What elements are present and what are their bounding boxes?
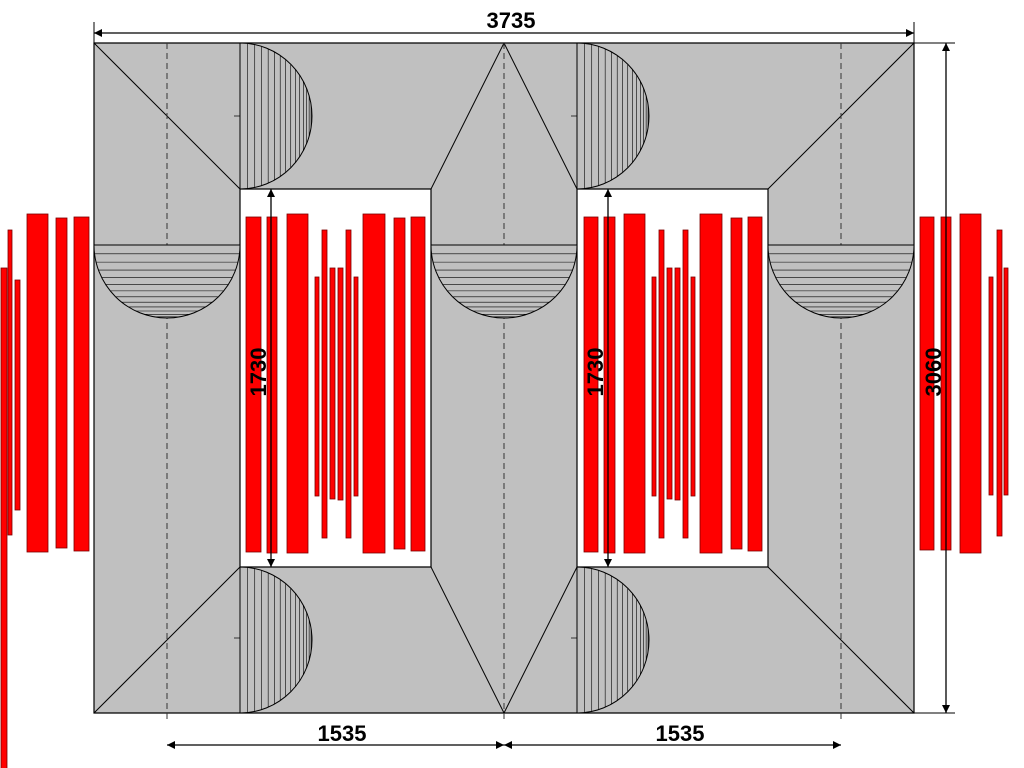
- coil-bar: [337, 267, 344, 501]
- coil-bar: [410, 216, 426, 552]
- coil-bar: [658, 229, 665, 539]
- coil-bar: [996, 229, 1003, 537]
- coil-bar: [353, 276, 359, 497]
- overall-width-label: 3735: [487, 8, 536, 33]
- section-half-disc-right-1: [239, 42, 313, 190]
- pitch-right-label: 1535: [656, 721, 705, 746]
- section-half-disc-down-3: [767, 244, 915, 319]
- section-half-disc-down-2: [430, 244, 578, 319]
- coil-bar: [393, 217, 406, 550]
- coil-bar: [345, 229, 352, 539]
- coil-bar: [14, 279, 21, 511]
- section-outline: [239, 566, 313, 714]
- coil-bar: [329, 267, 336, 500]
- window-height-right-label: 1730: [583, 348, 608, 397]
- coil-bar: [959, 213, 982, 554]
- coil-bar: [747, 216, 763, 552]
- window-height-left-label: 1730: [246, 348, 271, 397]
- section-outline: [767, 244, 915, 319]
- dimension-labels: 3735 3060 1730 1730 1535 1535: [246, 8, 946, 746]
- coil-bar: [55, 217, 68, 549]
- section-outline: [576, 566, 650, 714]
- core-step-sections: [93, 42, 915, 714]
- coil-bar: [73, 216, 90, 552]
- coil-bar: [583, 216, 599, 553]
- section-half-disc-right-2: [576, 42, 650, 190]
- overall-height-label: 3060: [921, 348, 946, 397]
- coil-bar: [362, 213, 386, 554]
- coil-bar: [26, 213, 49, 553]
- coil-bar: [245, 216, 262, 553]
- dimension-lines: [93, 22, 955, 749]
- coil-bar: [666, 267, 673, 500]
- coil-bar: [321, 229, 328, 539]
- coil-bar: [1003, 267, 1009, 496]
- section-outline: [430, 244, 578, 319]
- coil-bar: [0, 267, 8, 768]
- section-outline: [576, 42, 650, 190]
- coil-bar: [682, 229, 689, 539]
- coil-bar: [286, 213, 309, 554]
- coil-bar: [7, 229, 13, 536]
- section-half-disc-right-4: [576, 566, 650, 714]
- coil-bar: [651, 276, 657, 497]
- pitch-left-label: 1535: [318, 721, 367, 746]
- coil-bar: [699, 213, 723, 554]
- core: [93, 42, 915, 720]
- coil-bar: [988, 276, 994, 496]
- coil-bar: [919, 216, 935, 551]
- coil-bar: [730, 217, 743, 550]
- coil-bar: [674, 267, 681, 501]
- coil-bar: [623, 213, 646, 554]
- coil-bar: [690, 276, 696, 497]
- section-outline: [239, 42, 313, 190]
- section-half-disc-right-3: [239, 566, 313, 714]
- coil-bar: [314, 276, 320, 497]
- section-half-disc-down-1: [93, 244, 241, 319]
- section-outline: [93, 244, 241, 319]
